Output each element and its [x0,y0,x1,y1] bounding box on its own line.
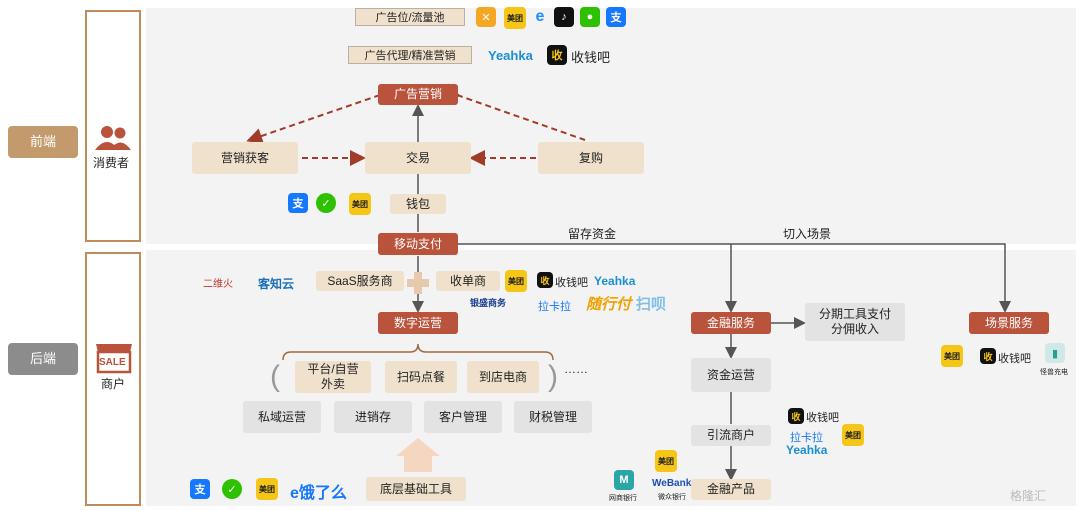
alipay-logo: 支 [606,7,626,27]
kezhiyun-logo: 客知云 [258,277,295,291]
meituan-logo: 美团 [504,7,526,29]
yeahka-logo-top: Yeahka [488,48,533,63]
brace-left: ( [270,360,280,393]
consumer-label: 消费者 [93,156,130,170]
mobile-pay-box: 移动支付 [378,233,458,255]
merchant-frame: SALE 商户 [85,252,141,506]
acquirer-box: 收单商 [436,271,500,291]
repurchase-box: 复购 [538,142,644,174]
ellipsis-label: …… [564,362,588,376]
charging-icon: ▮ [1045,343,1065,363]
lakala-logo-fin: 拉卡拉 [790,432,823,444]
front-label: 前端 [8,126,78,158]
eleme-text: 饿了么 [298,485,347,502]
platform-takeout-box: 平台/自营 外卖 [295,361,371,393]
shouqianba-text-acq: 收钱吧 [555,277,588,289]
trade-box: 交易 [365,142,471,174]
yinsheng-logo: 银盛商务 [470,298,507,308]
scene-service-box: 场景服务 [969,312,1049,334]
fund-ops-box: 资金运营 [691,358,771,392]
ad-pool-tag: 广告位/流量池 [355,8,465,26]
yeahka-logo-acq: Yeahka [594,274,636,288]
back-label: 后端 [8,343,78,375]
meituan-logo-fin: 美团 [842,424,864,446]
wechat-logo-wallet: ✓ [316,193,336,213]
retained-funds-label: 留存资金 [568,227,617,241]
meituan-logo-scene: 美团 [941,345,963,367]
person-logo: ✕ [476,7,496,27]
watermark-logo: 格隆汇 [1010,489,1047,503]
webank-cn-label: 微众银行 [658,494,686,501]
enter-scene-label: 切入场景 [783,227,832,241]
consumer-frame: 消费者 [85,10,141,242]
private-domain-box: 私域运营 [243,401,321,433]
base-tools-box: 底层基础工具 [366,477,466,501]
sale-sign: SALE [99,357,126,368]
inventory-box: 进销存 [334,401,412,433]
meituan-logo-wallet: 美团 [349,193,371,215]
yeahka-logo-fin: Yeahka [786,443,828,457]
fin-service-box: 金融服务 [691,312,771,334]
wallet-box: 钱包 [390,194,446,214]
alipay-logo-base: 支 [190,479,210,499]
crm-box: 客户管理 [424,401,502,433]
suixingfu-logo: 随行付 [586,296,632,313]
shop-icon [96,344,132,374]
eleme-e-icon: e [290,485,299,502]
shouqianba-text-scene: 收钱吧 [998,353,1031,365]
ad-marketing-box: 广告营销 [378,84,458,105]
shouqianba-text-top: 收钱吧 [571,50,611,65]
acquire-box: 营销获客 [192,142,298,174]
finance-tax-box: 财税管理 [514,401,592,433]
fin-product-box: 金融产品 [691,479,771,500]
drain-merchant-box: 引流商户 [691,425,771,446]
consumer-icon [95,126,131,150]
webank-logo: WeBank [652,478,692,489]
shouqianba-text-fin: 收钱吧 [806,412,839,424]
digital-ops-box: 数字运营 [378,312,458,334]
lakala-logo-acq: 拉卡拉 [538,301,571,313]
merchant-label: 商户 [101,377,126,391]
shouqianba-icon-top: 收 [547,45,567,65]
meituan-logo-prod: 美团 [655,450,677,472]
alipay-logo-wallet: 支 [288,193,308,213]
wechat-logo: ● [580,7,600,27]
shouqianba-icon-fin: 收 [788,408,804,424]
eleme-logo-base: e饿了么 [290,479,347,503]
scan-order-box: 扫码点餐 [385,361,457,393]
shouqianba-icon-scene: 收 [980,348,996,364]
shouqianba-icon-acq: 收 [537,272,553,288]
meituan-logo-base: 美团 [256,478,278,500]
mybank-icon: M [614,470,634,490]
douyin-logo: ♪ [554,7,574,27]
charging-label: 怪兽充电 [1040,369,1068,376]
meituan-logo-acq: 美团 [505,270,527,292]
mybank-label: 网商银行 [609,495,637,502]
erweihuo-logo: 二维火 [203,279,233,290]
installment-box: 分期工具支付 分佣收入 [805,303,905,341]
eleme-logo: e [535,8,545,25]
brace-right: ) [548,360,558,393]
wechat-logo-base: ✓ [222,479,242,499]
ad-agent-tag: 广告代理/精准营销 [348,46,472,64]
saas-box: SaaS服务商 [316,271,404,291]
saoyisao-logo: 扫呗 [636,296,667,313]
store-ecom-box: 到店电商 [467,361,539,393]
